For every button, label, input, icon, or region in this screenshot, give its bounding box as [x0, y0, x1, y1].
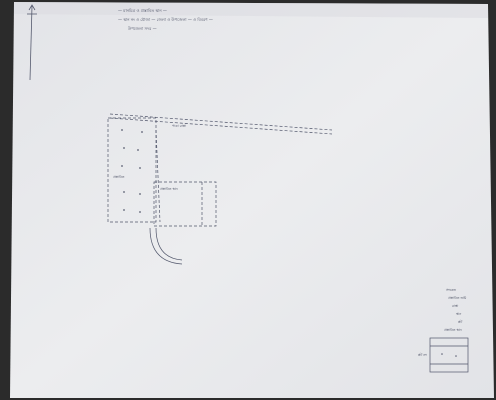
plot-label: প্রস্তাবিত — [113, 175, 125, 179]
road — [109, 113, 333, 135]
north-arrow — [27, 4, 37, 81]
paper-shadow — [14, 2, 488, 18]
legend-footer: প্রস্তাবিত স্থান — [444, 328, 462, 332]
legend-notes: সংকেত প্রস্তাবিত জমি রাস্তা স্থান প্লট প… — [444, 288, 466, 332]
legend-box-marks — [441, 353, 457, 357]
legend-line-1: সংকেত — [445, 288, 456, 292]
header-text: — মানচিত্র ও প্রস্তাবিত স্থান — — স্থান … — [118, 8, 213, 31]
legend-line-2: প্রস্তাবিত জমি — [448, 296, 466, 300]
header-line-1: — মানচিত্র ও প্রস্তাবিত স্থান — — [118, 8, 167, 13]
plot-left — [107, 117, 161, 223]
header-line-3: উপজেলা সদর — — [127, 26, 157, 31]
legend-line-4: স্থান — [455, 312, 461, 316]
legend-line-5: প্লট — [458, 320, 462, 324]
curved-access-path — [149, 227, 183, 265]
legend-box-label: প্লট নং — [418, 353, 427, 357]
building-label: প্রস্তাবিত স্থান — [160, 187, 178, 191]
road-label: পাকা রাস্তা — [172, 124, 186, 128]
legend-box — [429, 337, 469, 373]
legend-line-3: রাস্তা — [451, 304, 458, 308]
paper — [10, 2, 494, 398]
plot-marks — [121, 129, 143, 213]
proposed-building — [153, 181, 217, 227]
header-line-2: — স্থান নং ও মৌজা — জেলা ও উপজেলা — ও বি… — [118, 17, 213, 22]
